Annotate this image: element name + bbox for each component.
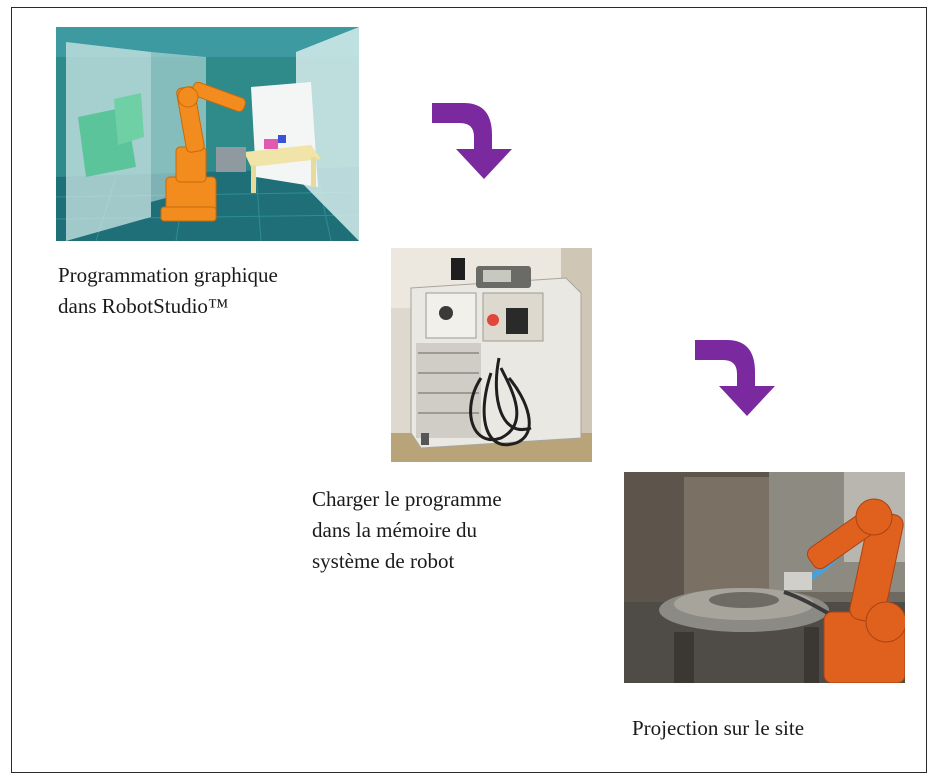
robotstudio-simulation-image [56,27,359,241]
arrow-2-shape [695,340,775,416]
on-site-robot-image [624,472,905,683]
step-3-caption: Projection sur le site [632,716,805,740]
step-1-caption: Programmation graphique dans RobotStudio… [58,263,278,318]
arrow-1-shape [432,103,512,179]
diagram-frame [11,7,927,773]
robot-controller-image [391,248,592,462]
curved-arrow-2-icon [695,340,775,416]
curved-arrow-1-icon [432,103,512,179]
step-2-caption: Charger le programme dans la mémoire du … [312,487,502,573]
